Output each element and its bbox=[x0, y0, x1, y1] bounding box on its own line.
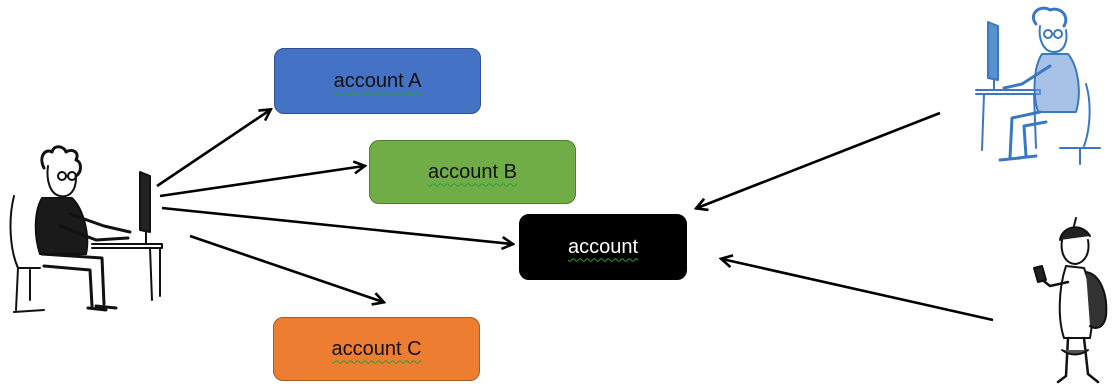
account-a-label: account A bbox=[333, 69, 422, 92]
account-b-box: account B bbox=[369, 140, 576, 204]
top-right-user-figure bbox=[975, 6, 1101, 165]
arrow-to-account-c bbox=[189, 234, 383, 302]
account-c-label: account C bbox=[331, 337, 422, 360]
left-user-figure bbox=[9, 145, 163, 313]
account-b-label: account B bbox=[428, 160, 517, 183]
arrow-to-account-b bbox=[159, 166, 364, 198]
arrow-bottom-right-to-shared bbox=[722, 259, 994, 322]
arrow-to-account-a bbox=[156, 110, 270, 188]
shared-account-label: account bbox=[567, 235, 639, 258]
account-c-box: account C bbox=[273, 317, 480, 381]
bottom-right-user-figure bbox=[1033, 217, 1108, 384]
arrow-to-account-shared bbox=[161, 206, 512, 244]
account-a-box: account A bbox=[274, 48, 481, 114]
shared-account-box: account bbox=[519, 214, 687, 280]
arrow-top-right-to-shared bbox=[697, 111, 941, 208]
